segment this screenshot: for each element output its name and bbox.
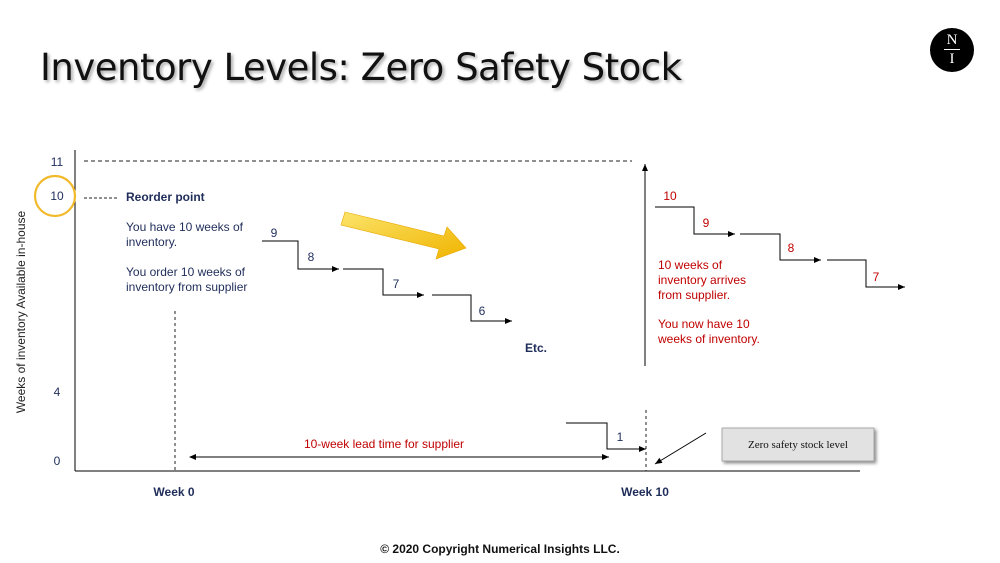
copyright-footer: © 2020 Copyright Numerical Insights LLC. — [380, 542, 620, 556]
step-label-9: 9 — [271, 226, 278, 240]
x-tick-week-0: Week 0 — [153, 485, 194, 499]
yellow-trend-arrow — [340, 211, 467, 260]
step-label-8-red: 8 — [788, 241, 795, 255]
step-label-10-red: 10 — [663, 189, 677, 203]
first-cycle-staircase — [262, 240, 339, 272]
second-cycle-step-9 — [655, 206, 735, 237]
y-tick-4: 4 — [54, 385, 61, 399]
first-cycle-step-7 — [343, 268, 424, 298]
step-label-8: 8 — [308, 250, 315, 264]
reorder-note-line3: You order 10 weeks of — [126, 265, 246, 279]
reorder-highlight-circle — [33, 174, 77, 218]
logo-divider — [944, 49, 960, 51]
y-tick-0: 0 — [54, 454, 61, 468]
reorder-note-line4: inventory from supplier — [126, 280, 247, 294]
arrival-note-line1: 10 weeks of — [658, 258, 723, 272]
step-label-9-red: 9 — [703, 216, 710, 230]
logo-letter-n: N — [946, 32, 958, 48]
y-tick-11: 11 — [51, 155, 64, 169]
step-label-1: 1 — [617, 430, 624, 444]
logo-letter-i: I — [949, 51, 955, 67]
reorder-point-title: Reorder point — [126, 190, 205, 204]
arrival-note-line5: weeks of inventory. — [657, 332, 760, 346]
step-label-6: 6 — [479, 304, 486, 318]
x-tick-week-10: Week 10 — [621, 485, 669, 499]
numerical-insights-logo: N I — [930, 28, 974, 72]
last-week-staircase — [566, 422, 646, 452]
step-label-7-red: 7 — [873, 270, 880, 284]
step-label-7: 7 — [393, 277, 400, 291]
reorder-note-line1: You have 10 weeks of — [126, 220, 244, 234]
y-tick-10: 10 — [50, 189, 64, 203]
callout-pointer-arrow — [654, 432, 707, 465]
y-axis-label: Weeks of inventory Available in-house — [14, 211, 28, 414]
slide-title: Inventory Levels: Zero Safety Stock — [40, 46, 682, 89]
arrival-note-line2: inventory arrives — [658, 273, 746, 287]
second-cycle-step-7 — [827, 259, 905, 290]
arrival-note-line3: from supplier. — [658, 288, 730, 302]
callout-box — [721, 427, 875, 462]
callout-text: Zero safety stock level — [748, 439, 848, 451]
second-cycle-step-8 — [740, 233, 821, 263]
first-cycle-step-6 — [432, 294, 512, 324]
arrival-note-line4: You now have 10 — [658, 317, 750, 331]
etc-label: Etc. — [525, 341, 547, 355]
reorder-note-line2: inventory. — [126, 235, 177, 249]
lead-time-label: 10-week lead time for supplier — [304, 437, 464, 451]
